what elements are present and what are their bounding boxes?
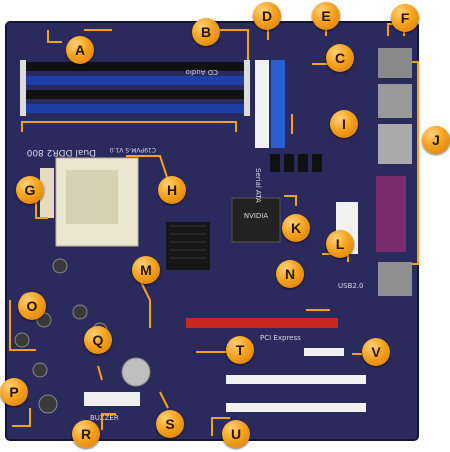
- callout-f: F: [391, 4, 419, 32]
- callout-b: B: [192, 18, 220, 46]
- silk-buzzer: BUZZER: [90, 414, 119, 422]
- silk-dual-ddr2: Dual DDR2 800: [26, 147, 96, 157]
- pci-slot-1: [226, 375, 366, 384]
- chip-label: NVIDIA: [244, 212, 269, 220]
- rear-io: [376, 48, 412, 296]
- callout-u: U: [222, 420, 250, 448]
- callout-c: C: [326, 44, 354, 72]
- callout-p: P: [0, 378, 28, 406]
- callout-l: L: [326, 230, 354, 258]
- silk-usb: USB2.0: [338, 282, 364, 290]
- ide-connector-blue: [271, 60, 285, 148]
- callout-o: O: [18, 292, 46, 320]
- silk-part-number: C19PVM-S V1.0: [110, 146, 156, 153]
- callout-k: K: [282, 214, 310, 242]
- silk-serial-ata: Serial ATA: [254, 168, 262, 203]
- callout-s: S: [156, 410, 184, 438]
- callout-r: R: [72, 420, 100, 448]
- nvidia-chip: [231, 197, 281, 243]
- callout-n: N: [276, 260, 304, 288]
- callout-d: D: [253, 2, 281, 30]
- pcie-x1-slot: [304, 348, 344, 356]
- callout-v: V: [362, 338, 390, 366]
- callout-h: H: [158, 176, 186, 204]
- bottom-header: [84, 392, 140, 406]
- pcie-x16-slot: [186, 318, 338, 328]
- callout-i: I: [330, 110, 358, 138]
- callout-a: A: [66, 36, 94, 64]
- dimm-slots: [20, 60, 250, 116]
- callout-q: Q: [84, 326, 112, 354]
- silk-pci-express: PCI Express: [260, 334, 301, 342]
- silk-cd-audio: CD Audio: [186, 68, 218, 76]
- callout-g: G: [16, 176, 44, 204]
- ide-connector-white: [255, 60, 269, 148]
- callout-j: J: [422, 126, 450, 154]
- parallel-port: [376, 176, 406, 252]
- callout-m: M: [132, 256, 160, 284]
- leader-lines: [9, 20, 419, 436]
- callout-e: E: [312, 2, 340, 30]
- sata-ports: [270, 154, 322, 172]
- pci-slot-2: [226, 403, 366, 412]
- cmos-battery: [121, 357, 151, 387]
- callout-t: T: [226, 336, 254, 364]
- chipset-heatsink: [166, 222, 210, 270]
